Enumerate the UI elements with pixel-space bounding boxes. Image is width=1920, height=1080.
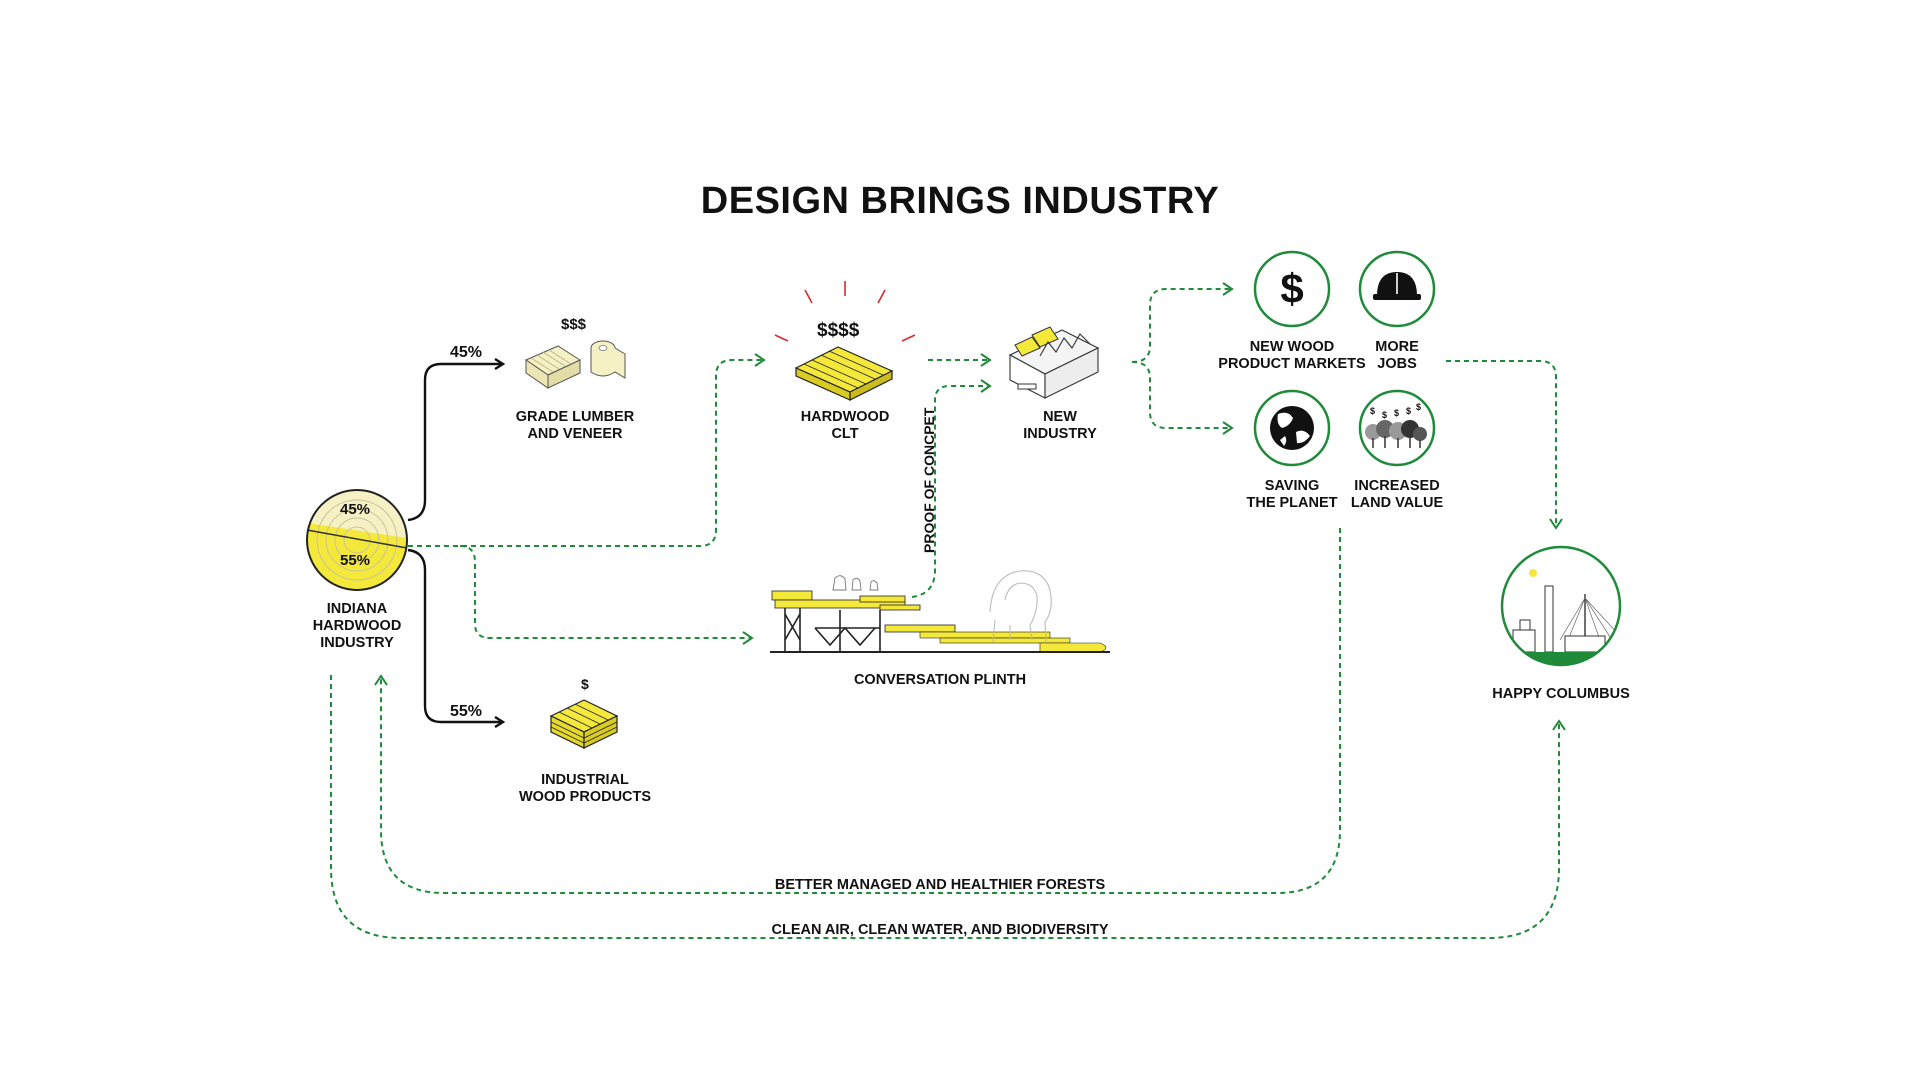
factory-icon	[1008, 326, 1100, 399]
flow-industry-to-planet	[1131, 361, 1234, 435]
flow-benefits-to-columbus	[1446, 360, 1563, 530]
benefit-planet	[1253, 389, 1331, 467]
grade-lumber-price: $$$	[561, 316, 587, 333]
lumber-veneer-icon	[524, 340, 626, 389]
hardwood-industry-pie	[306, 489, 408, 591]
benefit-jobs	[1358, 250, 1436, 328]
svg-text:$: $	[1370, 406, 1375, 416]
benefit-markets-label: NEW WOOD PRODUCT MARKETS	[1218, 339, 1366, 372]
svg-text:$: $	[1394, 408, 1399, 418]
dollar-icon: $	[1280, 265, 1303, 312]
new-industry-label: NEW INDUSTRY	[1023, 409, 1097, 442]
pallet-icon	[549, 699, 619, 749]
columbus-label: HAPPY COLUMBUS	[1492, 686, 1630, 702]
sun-icon	[1529, 569, 1537, 577]
clt-price: $$$$	[817, 320, 860, 341]
pie-label-bottom: 55%	[340, 552, 371, 569]
industrial-label: INDUSTRIAL WOOD PRODUCTS	[518, 772, 652, 805]
source-label: INDIANA HARDWOOD INDUSTRY	[312, 601, 402, 651]
loop-forests	[374, 528, 1341, 894]
plinth-label: CONVERSATION PLINTH	[853, 672, 1027, 688]
flow-industry-to-markets	[1131, 282, 1234, 363]
columbus-skyline-icon	[1500, 545, 1622, 667]
clt-label: HARDWOOD CLT	[800, 409, 890, 442]
trees-value-icon: $ $ $ $ $	[1365, 402, 1427, 448]
svg-text:$: $	[1406, 406, 1411, 416]
pie-label-top: 45%	[340, 501, 371, 518]
clt-highlight-rays	[774, 281, 916, 342]
benefit-land-value-label: INCREASED LAND VALUE	[1350, 478, 1444, 511]
industrial-price: $	[581, 676, 589, 692]
svg-text:$: $	[1382, 410, 1387, 420]
plinth-illustration	[770, 570, 1110, 653]
branch-lower-percent: 55%	[450, 703, 483, 720]
environment-loop-label: CLEAN AIR, CLEAN WATER, AND BIODIVERSITY	[771, 922, 1109, 938]
flow-to-clt	[408, 353, 766, 547]
proof-of-concept-label: PROOF OF CONCPET	[921, 407, 937, 553]
grade-lumber-label: GRADE LUMBER AND VENEER	[515, 409, 635, 442]
clt-panel-icon	[794, 346, 894, 401]
hard-hat-icon	[1373, 272, 1421, 300]
benefit-markets: $	[1253, 250, 1331, 328]
benefit-land-value: $ $ $ $ $	[1358, 389, 1436, 467]
flow-plinth-to-industry	[911, 379, 992, 598]
branch-upper-percent: 45%	[450, 344, 483, 361]
branch-arrow-upper	[407, 364, 503, 522]
benefit-planet-label: SAVING THE PLANET	[1246, 478, 1338, 511]
benefit-jobs-label: MORE JOBS	[1375, 339, 1419, 372]
flow-to-plinth	[459, 545, 754, 645]
globe-icon	[1270, 406, 1314, 450]
branch-arrow-lower	[407, 548, 503, 722]
page-title: DESIGN BRINGS INDUSTRY	[700, 180, 1220, 222]
loop-environment	[330, 675, 1566, 939]
svg-text:$: $	[1416, 402, 1421, 412]
forests-loop-label: BETTER MANAGED AND HEALTHIER FORESTS	[774, 877, 1106, 893]
